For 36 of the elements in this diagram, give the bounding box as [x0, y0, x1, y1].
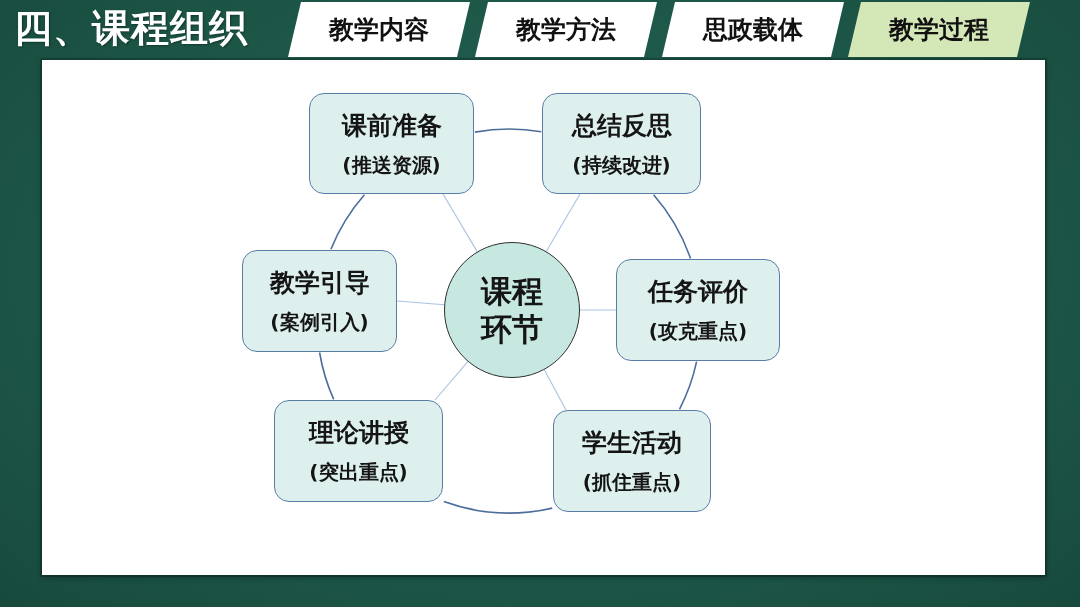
step-note: (持续改进)	[572, 152, 671, 177]
step-title: 总结反思	[571, 110, 672, 141]
cycle-connector	[678, 360, 698, 411]
step-card	[553, 410, 711, 512]
cycle-connector	[652, 193, 692, 260]
step-note: (突出重点)	[309, 460, 408, 484]
step-note: (推送资源)	[342, 152, 441, 177]
cycle-connector	[318, 351, 335, 401]
step-title: 教学引导	[269, 268, 370, 298]
spoke-line	[396, 300, 445, 306]
step-title: 任务评价	[648, 277, 748, 307]
step-card	[616, 259, 780, 361]
hub-label: 课程环节	[479, 272, 544, 348]
cycle-connector	[443, 500, 553, 514]
page-title: 四、课程组织	[14, 5, 248, 52]
cycle-connector	[474, 128, 543, 133]
spoke-line	[543, 369, 567, 411]
step-card	[274, 400, 443, 502]
nav-tab: 教学方法	[475, 2, 657, 57]
step-note: (攻克重点)	[648, 319, 748, 343]
step-card	[242, 250, 397, 352]
spoke-line	[434, 361, 469, 401]
spoke-line	[545, 193, 581, 252]
nav-tab: 教学过程	[848, 2, 1030, 57]
nav-tab: 思政载体	[662, 2, 844, 57]
spoke-line	[442, 193, 478, 253]
cycle-connector	[330, 193, 366, 250]
spoke-line	[579, 309, 617, 311]
step-card	[542, 93, 701, 194]
step-title: 课前准备	[341, 110, 442, 141]
step-note: (案例引入)	[270, 310, 369, 334]
step-title: 学生活动	[582, 428, 682, 458]
step-note: (抓住重点)	[582, 470, 682, 494]
step-title: 理论讲授	[308, 418, 409, 448]
nav-tab: 教学内容	[288, 2, 470, 57]
step-card	[309, 93, 474, 194]
